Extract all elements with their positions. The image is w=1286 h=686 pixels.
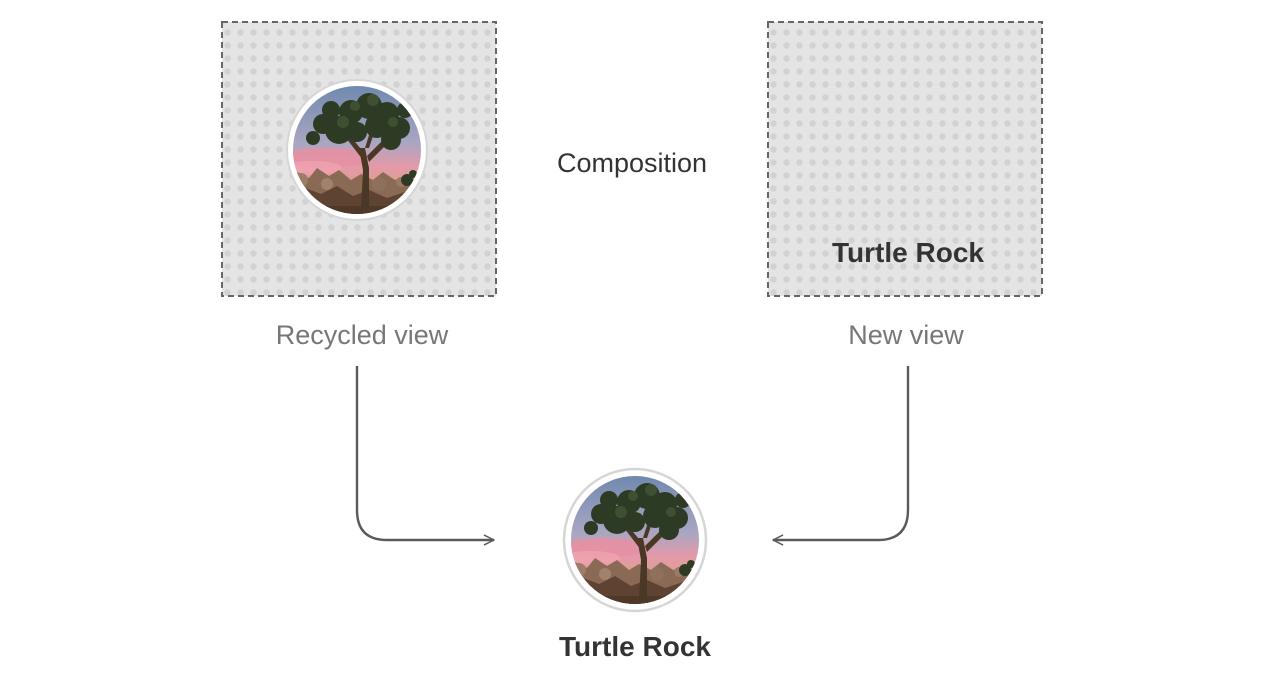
recycled-view-caption: Recycled view <box>276 320 449 350</box>
new-view-title: Turtle Rock <box>832 237 984 268</box>
composition-label: Composition <box>557 148 707 178</box>
new-view-panel <box>767 21 1043 297</box>
arrow-curve-right-icon <box>355 366 495 546</box>
result-view <box>562 467 708 613</box>
new-view-caption: New view <box>848 320 964 350</box>
result-title: Turtle Rock <box>559 631 711 662</box>
arrow-curve-left-icon <box>772 366 910 546</box>
recycled-view-panel <box>221 21 497 297</box>
